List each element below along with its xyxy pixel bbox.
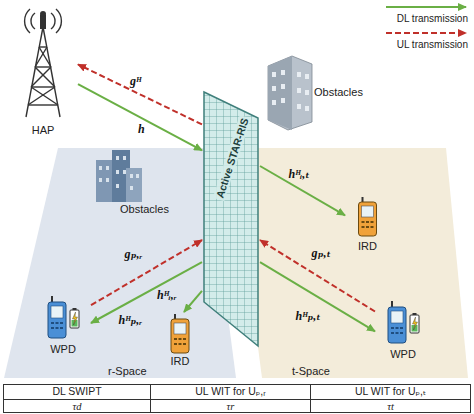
dl-link-arrow xyxy=(91,262,202,323)
channel-label: hᴴᵢ,ᵣ xyxy=(157,288,177,303)
wpd-icon xyxy=(375,295,431,347)
duration-symbol: τr xyxy=(151,399,310,413)
channel-label: hᴴₚ,ₜ xyxy=(296,309,321,324)
r-space-floor xyxy=(4,148,236,378)
legend-line xyxy=(386,6,466,8)
ird-icon xyxy=(345,195,390,239)
channel-label: gᴴ xyxy=(130,74,141,89)
cell-text: UL WIT for Uₚ,ₜ xyxy=(311,385,470,398)
channel-label: hᴴₚ,ᵣ xyxy=(119,313,143,328)
dl-link-arrow xyxy=(184,291,202,312)
legend-line xyxy=(386,32,466,34)
channel-label: gₚ,ᵣ xyxy=(125,247,143,262)
space-label: r-Space xyxy=(108,365,147,377)
building-left xyxy=(96,150,142,202)
timeline-cell: DL SWIPTτd xyxy=(3,384,151,413)
node-label: HAP xyxy=(8,123,78,137)
duration-symbol: τd xyxy=(4,399,150,413)
cell-text: UL WIT for Uₚ,ᵣ xyxy=(151,385,310,398)
legend-text: DL transmission xyxy=(397,13,468,24)
hap-tower: HAP xyxy=(8,5,78,137)
building-right xyxy=(268,56,312,130)
node-label: WPD xyxy=(35,342,91,356)
timeline-cell: UL WIT for Uₚ,ₜτt xyxy=(310,384,471,413)
channel-label: gₚ,ₜ xyxy=(312,246,331,261)
channel-label: hᴴᵢ,ₜ xyxy=(289,167,310,182)
cell-text: DL SWIPT xyxy=(4,385,150,398)
dl-link-arrow xyxy=(78,84,202,150)
ris-icon xyxy=(202,88,260,348)
ird-device: IRD xyxy=(160,312,200,368)
star-ris-panel: Active STAR-RIS xyxy=(202,88,260,348)
dl-link-arrow xyxy=(260,262,375,331)
t-space-floor xyxy=(232,148,468,378)
ird-icon xyxy=(160,312,200,356)
dl-link-arrow xyxy=(260,166,345,215)
obstacle-label: Obstacles xyxy=(120,203,169,215)
space-label: t-Space xyxy=(292,365,330,377)
node-label: IRD xyxy=(160,354,200,368)
ul-link-arrow xyxy=(91,240,202,305)
legend-sample xyxy=(384,2,470,12)
channel-label: h xyxy=(138,122,145,137)
wpd-device: WPD xyxy=(375,295,431,361)
duration-symbol: τt xyxy=(311,399,470,413)
legend-sample xyxy=(384,28,470,38)
ul-link-arrow xyxy=(260,240,375,311)
node-label: IRD xyxy=(345,239,390,253)
hap-icon xyxy=(8,5,78,121)
obstacle-label: Obstacles xyxy=(314,86,363,98)
legend-text: UL transmission xyxy=(397,39,468,50)
wpd-device: WPD xyxy=(35,290,91,356)
wpd-icon xyxy=(35,290,91,342)
ird-device: IRD xyxy=(345,195,390,253)
node-label: WPD xyxy=(375,347,431,361)
timeline-cell: UL WIT for Uₚ,ᵣτr xyxy=(150,384,311,413)
